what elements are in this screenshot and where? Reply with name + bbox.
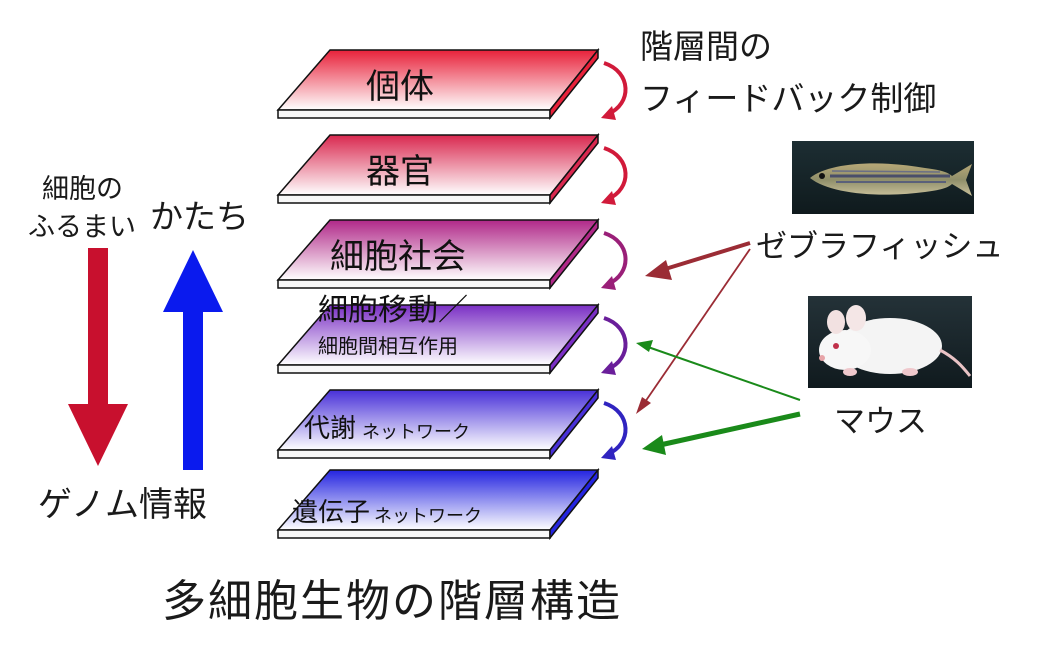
layer-sublabel-5: ネットワーク <box>374 506 482 527</box>
feedback-arrows <box>601 61 628 460</box>
mouse-photo <box>808 296 972 388</box>
genome-label: ゲノム情報 <box>38 485 207 525</box>
mouse-label: マウス <box>834 404 927 440</box>
layer-label-3: 細胞移動／ <box>318 293 468 328</box>
layer-label-5: 遺伝子 <box>292 498 371 528</box>
zebrafish-arrows <box>636 241 751 414</box>
behavior-label-line1: 細胞の <box>42 174 123 205</box>
layer-slab-4 <box>276 387 600 461</box>
diagram-title: 多細胞生物の階層構造 <box>162 576 622 627</box>
layer-slab-1 <box>276 132 600 206</box>
layer-label-0: 個体 <box>366 67 434 107</box>
layer-slab-2 <box>276 217 600 291</box>
layer-slab-3 <box>276 302 600 376</box>
layer-slab-0 <box>276 47 600 121</box>
up-arrow <box>163 250 223 470</box>
layer-slab-5 <box>276 467 600 541</box>
feedback-label-line2: フィードバック制御 <box>640 79 937 118</box>
shape-label: かたち <box>150 197 249 236</box>
mouse-arrows <box>636 340 801 455</box>
layer-sublabel-4: ネットワーク <box>362 422 470 443</box>
layer-sublabel-3: 細胞間相互作用 <box>318 334 458 358</box>
feedback-label-line1: 階層間の <box>640 27 772 66</box>
layer-label-1: 器官 <box>366 152 434 192</box>
layer-label-4: 代謝 <box>304 414 357 444</box>
zebrafish-photo <box>792 141 974 214</box>
layer-label-2: 細胞社会 <box>330 237 466 277</box>
zebrafish-label: ゼブラフィッシュ <box>756 229 1004 265</box>
down-arrow <box>68 248 128 466</box>
behavior-label-line2: ふるまい <box>28 212 136 243</box>
